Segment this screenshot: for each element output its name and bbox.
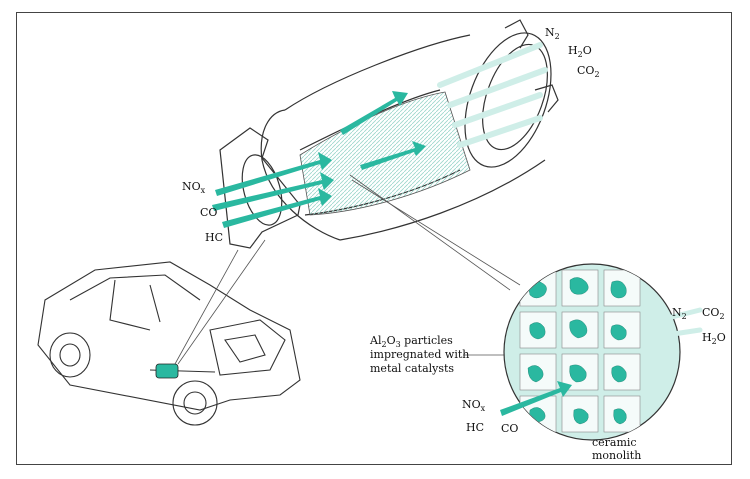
monolith-label-line1: ceramic (592, 436, 637, 449)
magnified-detail (500, 263, 703, 441)
detail-inlet-hc: HC (466, 421, 484, 434)
detail-outlet-n2: N2 (672, 306, 687, 321)
outlet-flow-streams (437, 42, 548, 148)
inlet-label-hc: HC (205, 231, 223, 244)
car-converter-highlight (155, 363, 179, 379)
monolith-label-line2: monolith (592, 449, 641, 462)
car-illustration (37, 261, 301, 426)
inlet-label-co: CO (200, 206, 217, 219)
detail-inlet-nox: NOx (462, 398, 486, 413)
outlet-label-n2: N2 (545, 26, 560, 41)
detail-inlet-co: CO (501, 422, 518, 435)
detail-inlet-arrow (500, 381, 572, 416)
monolith-cells (519, 269, 641, 433)
callout-lines (174, 174, 601, 438)
particles-label-line3: metal catalysts (370, 362, 454, 375)
inlet-flow-arrows (212, 91, 426, 228)
detail-outlet-streams (657, 307, 703, 339)
inlet-label-nox: NOx (182, 180, 206, 195)
particles-label-line1: Al2O3 particles (369, 334, 453, 349)
particles-label-line2: impregnated with (370, 348, 469, 361)
detail-outlet-h2o: H2O (702, 331, 726, 346)
outlet-label-co2: CO2 (577, 64, 600, 79)
outlet-label-h2o: H2O (568, 44, 592, 59)
detail-outlet-co2: CO2 (702, 306, 725, 321)
